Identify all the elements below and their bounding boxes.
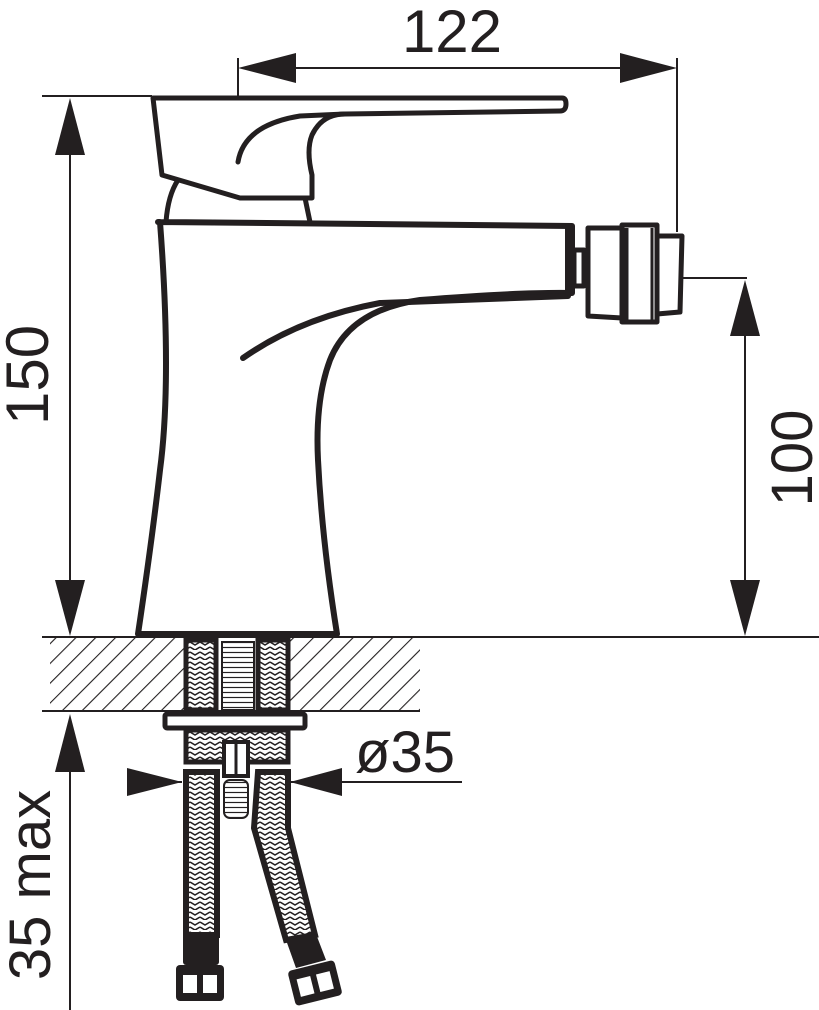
arrow-left-icon [238,53,296,83]
arrow-down-icon [730,580,760,636]
hose-left-nut [176,965,224,1001]
arrow-left-icon [290,768,342,796]
arrow-up-icon [730,280,760,336]
hose-left-ferrule [183,935,219,965]
hose-right-ferrule [286,934,326,968]
dimension-thickness-35-max: 35 max [0,714,85,1010]
mounting-assembly [162,637,342,1006]
arrow-down-icon [55,580,85,636]
arrow-up-icon [55,98,85,155]
label-122: 122 [402,0,502,65]
label-35-max: 35 max [0,790,63,980]
dimension-width-122: 122 [237,0,678,232]
aerator [571,222,685,325]
dimension-height-150: 150 [0,95,152,636]
dimension-height-100: 100 [683,277,819,636]
counter-section-hatched [50,638,420,710]
lever-handle [150,95,569,225]
arrow-up-icon [55,714,85,772]
dimension-diameter-35: ø35 [127,720,462,796]
label-150: 150 [0,325,61,425]
hose-right [250,769,319,944]
arrow-right-icon [620,53,677,83]
arrow-right-icon [127,768,182,796]
label-100: 100 [760,410,819,507]
threaded-stud [223,779,249,819]
mounting-plate [162,711,308,731]
hose-left [183,769,220,938]
label-diameter-35: ø35 [355,720,455,785]
faucet-body [135,219,575,637]
hose-right-nut [288,960,342,1006]
